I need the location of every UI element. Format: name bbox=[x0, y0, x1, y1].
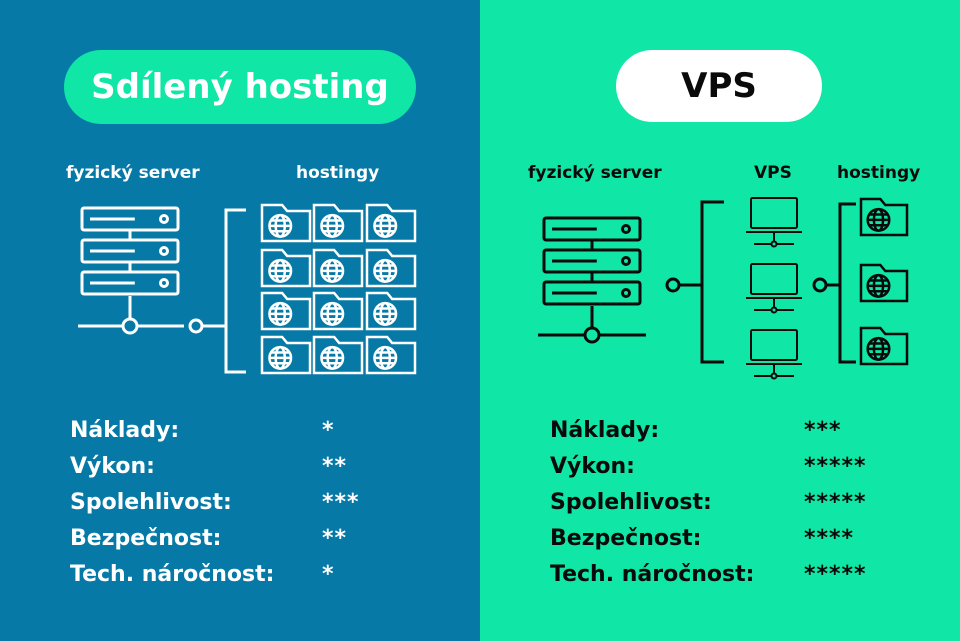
laptop-icon bbox=[746, 329, 802, 380]
laptop-icon bbox=[746, 197, 802, 248]
folder-globe-icon bbox=[365, 335, 417, 375]
folder-globe-icon bbox=[260, 203, 312, 243]
vps-title: VPS bbox=[616, 50, 822, 122]
rating-label: Náklady: bbox=[70, 418, 180, 443]
rating-label: Bezpečnost: bbox=[550, 526, 702, 551]
folder-globe-icon bbox=[859, 326, 909, 366]
folder-globe-icon bbox=[859, 197, 909, 237]
rating-stars: * bbox=[322, 418, 335, 443]
physical-server-label: fyzický server bbox=[66, 163, 200, 183]
network-line bbox=[78, 296, 226, 335]
shared-hosting-diagram bbox=[78, 203, 417, 375]
folder-globe-icon bbox=[260, 291, 312, 331]
vps-label: VPS bbox=[754, 163, 792, 183]
bracket bbox=[700, 200, 724, 364]
folder-globe-icon bbox=[312, 291, 364, 331]
folder-globe-icon bbox=[260, 335, 312, 375]
rating-stars: ***** bbox=[804, 562, 867, 587]
rating-label: Tech. náročnost: bbox=[70, 562, 275, 587]
shared-hosting-panel: Sdílený hosting fyzický server hostingy … bbox=[0, 0, 480, 641]
rating-stars: *** bbox=[322, 490, 360, 515]
rating-stars: * bbox=[322, 562, 335, 587]
folder-globe-icon bbox=[365, 203, 417, 243]
rating-label: Výkon: bbox=[550, 454, 635, 479]
folder-globe-icon bbox=[365, 248, 417, 288]
rating-label: Náklady: bbox=[550, 418, 660, 443]
rating-label: Bezpečnost: bbox=[70, 526, 222, 551]
vps-diagram bbox=[538, 197, 909, 380]
hostings-label: hostingy bbox=[296, 163, 380, 183]
network-line bbox=[538, 277, 702, 344]
rating-label: Výkon: bbox=[70, 454, 155, 479]
hostings-label: hostingy bbox=[837, 163, 921, 183]
folder-globe-icon bbox=[312, 203, 364, 243]
rating-stars: ***** bbox=[804, 490, 867, 515]
rating-stars: *** bbox=[804, 418, 842, 443]
folder-globe-icon bbox=[260, 248, 312, 288]
server-rack-icon bbox=[542, 216, 642, 306]
network-line bbox=[812, 277, 840, 293]
folder-globe-icon bbox=[365, 291, 417, 331]
rating-stars: ** bbox=[322, 526, 348, 551]
rating-label: Tech. náročnost: bbox=[550, 562, 755, 587]
bracket bbox=[838, 202, 856, 364]
vps-panel: VPS fyzický server VPS hostingy Náklady:… bbox=[480, 0, 960, 641]
rating-stars: **** bbox=[804, 526, 855, 551]
rating-label: Spolehlivost: bbox=[70, 490, 232, 515]
folder-globe-icon bbox=[312, 248, 364, 288]
shared-hosting-title: Sdílený hosting bbox=[64, 50, 416, 124]
server-rack-icon bbox=[80, 206, 180, 296]
folder-globe-icon bbox=[312, 335, 364, 375]
rating-stars: ***** bbox=[804, 454, 867, 479]
rating-label: Spolehlivost: bbox=[550, 490, 712, 515]
folder-globe-icon bbox=[859, 263, 909, 303]
physical-server-label: fyzický server bbox=[528, 163, 662, 183]
rating-stars: ** bbox=[322, 454, 348, 479]
laptop-icon bbox=[746, 263, 802, 314]
bracket bbox=[224, 208, 246, 374]
